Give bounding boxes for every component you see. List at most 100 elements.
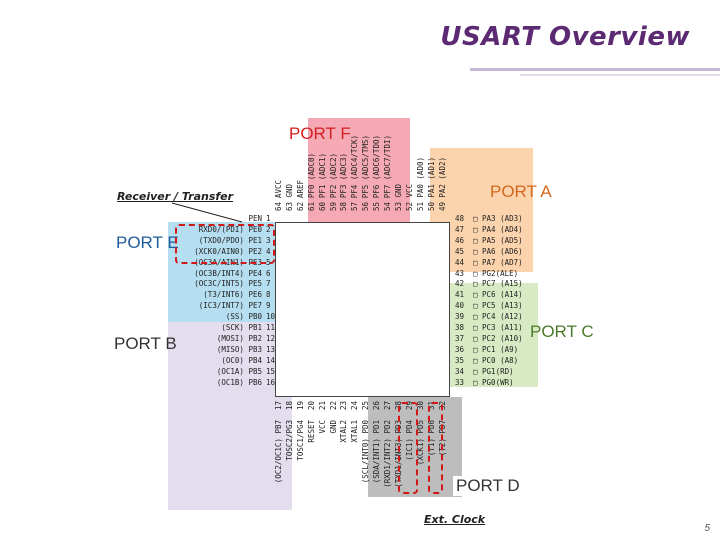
left-pin-number: 3 xyxy=(266,235,271,245)
top-pin-name: PF0 (ADC0) xyxy=(306,152,316,198)
bottom-pin-number: 20 xyxy=(306,401,316,411)
left-pin-name: (TXD0/PDO) PE1 xyxy=(198,235,262,245)
top-pin-name: PF6 (ADC6/TDO) xyxy=(372,134,382,198)
left-pin-name: (OC0) PB4 xyxy=(221,355,262,365)
left-pin-number: 1 xyxy=(266,214,271,223)
left-pin-name: PEN xyxy=(248,214,262,223)
top-pin-name: PA0 (AD0) xyxy=(415,157,425,198)
right-pin-number: 35 xyxy=(455,355,465,365)
left-pin-name: RXD0/(PDI) PE0 xyxy=(198,224,262,234)
right-pin-number: 39 xyxy=(455,312,465,322)
port-e-region xyxy=(168,222,275,322)
top-pin-number: 55 xyxy=(372,202,382,212)
top-pin-name: PF2 (ADC2) xyxy=(328,152,338,198)
top-pin-number: 57 xyxy=(350,202,360,212)
right-pin-name: □ PC5 (A13) xyxy=(473,301,523,311)
bottom-pin-name: RESET xyxy=(306,420,316,443)
port-c-label: PORT C xyxy=(530,322,594,341)
left-pin-number: 10 xyxy=(266,312,276,322)
top-pin-name: PF7 (ADC7/TDI) xyxy=(383,134,392,198)
bottom-pin-number: 17 xyxy=(274,401,283,411)
top-pin-number: 60 xyxy=(317,202,327,212)
port-b-region xyxy=(168,322,292,510)
left-pin-name: (IC3/INT7) PE7 xyxy=(198,301,262,311)
left-pin-number: 12 xyxy=(266,333,276,343)
port-a-label: PORT A xyxy=(490,182,552,201)
bottom-pin-name: (RXD1/INT2) PD2 xyxy=(383,420,392,488)
bottom-pin-name: XTAL2 xyxy=(339,420,349,443)
usart0-pins-highlight xyxy=(175,224,275,264)
bottom-pin-number: 21 xyxy=(317,401,327,411)
bottom-pin-number: 19 xyxy=(295,401,305,411)
right-pin-number: 37 xyxy=(455,333,465,343)
bottom-pin-name: VCC xyxy=(317,420,327,434)
chip-body xyxy=(275,222,450,397)
left-pin-number: 14 xyxy=(266,355,276,365)
top-pin-name: PF5 (ADC5/TMS) xyxy=(361,134,371,198)
left-pin-number: 15 xyxy=(266,366,276,376)
bottom-pin-number: 18 xyxy=(284,401,294,411)
left-pin-number: 8 xyxy=(266,290,271,300)
top-pin-name: GND xyxy=(284,184,294,198)
top-pin-number: 49 xyxy=(437,202,447,212)
top-pin-number: 59 xyxy=(328,202,338,212)
top-pin-name: AVCC xyxy=(274,179,283,198)
left-pin-name: (SS) PB0 xyxy=(225,312,262,322)
top-pin-number: 62 xyxy=(295,202,305,212)
top-pin-name: GND xyxy=(393,184,403,198)
right-pin-number: 36 xyxy=(455,344,465,354)
bottom-pin-name: TOSC2/PG3 xyxy=(284,420,294,461)
left-pin-name: (OC3B/INT4) PE4 xyxy=(194,268,262,278)
right-pin-number: 40 xyxy=(455,301,465,311)
bottom-pin-name: XTAL1 xyxy=(350,420,360,443)
right-pin-name: □ PC2 (A10) xyxy=(473,333,523,343)
port-d-label: PORT D xyxy=(453,476,523,496)
right-pin-name: □ PA3 (AD3) xyxy=(473,214,523,223)
port-e-label: PORT E xyxy=(116,233,179,252)
right-pin-name: □ PA6 (AD6) xyxy=(473,246,523,256)
bottom-pin-number: 27 xyxy=(383,401,392,411)
top-pin-name: AREF xyxy=(295,179,305,198)
port-b-label: PORT B xyxy=(114,334,177,353)
title-underline-secondary xyxy=(520,74,720,76)
right-pin-name: □ PC4 (A12) xyxy=(473,312,523,322)
right-pin-name: □ PG2(ALE) xyxy=(473,268,519,278)
receiver-arrow-icon xyxy=(171,202,243,223)
bottom-pin-name: (SCL/INT0) PD0 xyxy=(361,420,371,484)
right-pin-number: 34 xyxy=(455,366,465,376)
bottom-pin-number: 23 xyxy=(339,401,349,411)
bottom-pin-number: 26 xyxy=(372,401,382,411)
left-pin-number: 13 xyxy=(266,344,276,354)
left-pin-name: (OC3C/INT5) PE5 xyxy=(194,279,262,289)
top-pin-number: 63 xyxy=(284,202,294,212)
left-pin-number: 7 xyxy=(266,279,271,289)
bottom-pin-name: (OC2/OC1C) PB7 xyxy=(274,420,283,484)
ext-clock-note: Ext. Clock xyxy=(424,513,486,526)
left-pin-name: (OC1B) PB6 xyxy=(216,377,262,387)
top-pin-name: PF3 (ADC3) xyxy=(339,152,349,198)
top-pin-name: PF4 (ADC4/TCK) xyxy=(350,134,360,198)
right-pin-name: □ PC6 (A14) xyxy=(473,290,523,300)
left-pin-number: 9 xyxy=(266,301,271,311)
top-pin-number: 64 xyxy=(274,202,283,212)
right-pin-name: □ PG1(RD) xyxy=(473,366,514,376)
right-pin-name: □ PC7 (A15) xyxy=(473,279,523,289)
right-pin-number: 44 xyxy=(455,257,465,267)
right-pin-number: 47 xyxy=(455,224,465,234)
left-pin-number: 6 xyxy=(266,268,271,278)
top-pin-number: 56 xyxy=(361,202,371,212)
right-pin-number: 48 xyxy=(455,214,465,223)
left-pin-name: (T3/INT6) PE6 xyxy=(203,290,262,300)
bottom-pin-name: (SDA/INT1) PD1 xyxy=(372,420,382,484)
port-f-label: PORT F xyxy=(289,124,351,143)
right-pin-number: 42 xyxy=(455,279,465,289)
page-number: 5 xyxy=(704,523,710,534)
top-pin-number: 54 xyxy=(383,202,392,212)
bottom-pin-number: 22 xyxy=(328,401,338,411)
bottom-pin-number: 25 xyxy=(361,401,371,411)
left-pin-number: 4 xyxy=(266,246,271,256)
right-pin-number: 33 xyxy=(455,377,465,387)
top-pin-name: PF1 (ADC1) xyxy=(317,152,327,198)
right-pin-name: □ PA4 (AD4) xyxy=(473,224,523,234)
slide-title: USART Overview xyxy=(440,22,690,52)
